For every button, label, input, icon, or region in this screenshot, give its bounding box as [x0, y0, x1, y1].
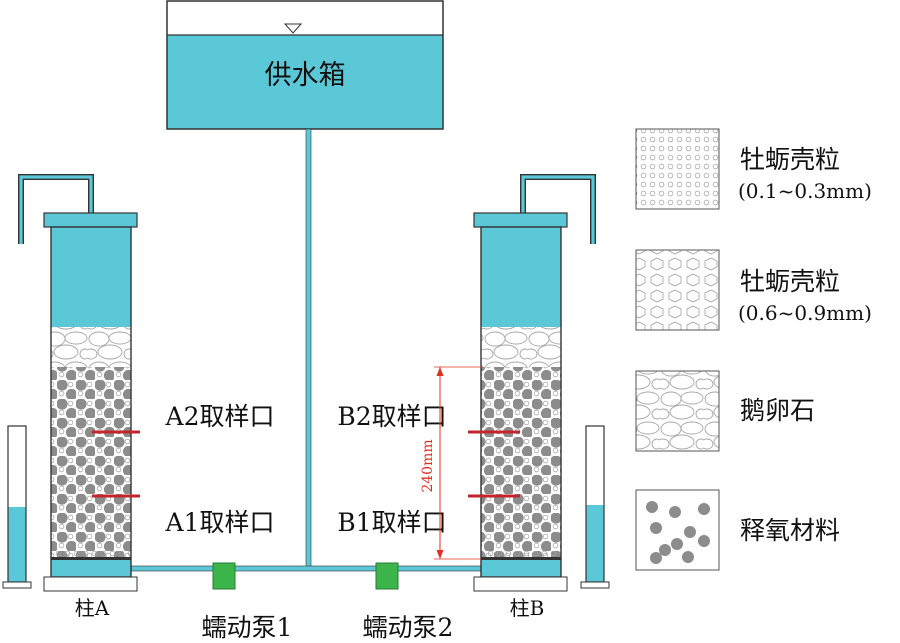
tank-label: 供水箱: [265, 60, 346, 91]
legend-label-pebble: 鹅卵石: [740, 396, 815, 425]
peristaltic-pump-1: [212, 562, 236, 590]
column-b-label: 柱B: [510, 596, 545, 620]
port-a1-label: A1取样口: [165, 508, 275, 537]
column-a: 柱A: [18, 174, 140, 620]
dimension-indicator: 240mm: [420, 366, 481, 560]
pump-2-label: 蠕动泵2: [363, 613, 454, 642]
legend-size-fine-shell: (0.1~0.3mm): [738, 179, 872, 203]
legend-label-fine-shell: 牡蛎壳粒: [740, 145, 840, 174]
legend-swatch-pebble: [635, 370, 720, 452]
collection-cylinder-left: [2, 425, 32, 589]
port-b1-label: B1取样口: [337, 508, 446, 537]
column-a-label: 柱A: [75, 596, 110, 620]
pump-1-label: 蠕动泵1: [202, 613, 293, 642]
peristaltic-pump-2: [375, 562, 399, 590]
port-a2-label: A2取样口: [165, 402, 275, 431]
legend: 牡蛎壳粒 (0.1~0.3mm) 牡蛎壳粒 (0.6~0.9mm) 鹅卵石 释氧…: [635, 128, 872, 571]
collection-cylinder-right: [580, 425, 610, 589]
legend-label-coarse-shell: 牡蛎壳粒: [740, 267, 840, 296]
legend-swatch-coarse-shell: [635, 249, 720, 331]
piping: [129, 128, 483, 572]
dimension-label: 240mm: [420, 439, 436, 492]
legend-swatch-fine-shell: [635, 128, 720, 210]
port-b2-label: B2取样口: [337, 402, 446, 431]
legend-oxygen-particles: [646, 501, 710, 564]
water-level-icon: [283, 23, 303, 34]
column-b: 柱B: [468, 174, 596, 620]
supply-tank: 供水箱: [166, 0, 444, 130]
legend-label-oxygen-material: 释氧材料: [740, 516, 840, 545]
legend-size-coarse-shell: (0.6~0.9mm): [738, 301, 872, 325]
legend-swatch-oxygen-material: [635, 489, 720, 571]
